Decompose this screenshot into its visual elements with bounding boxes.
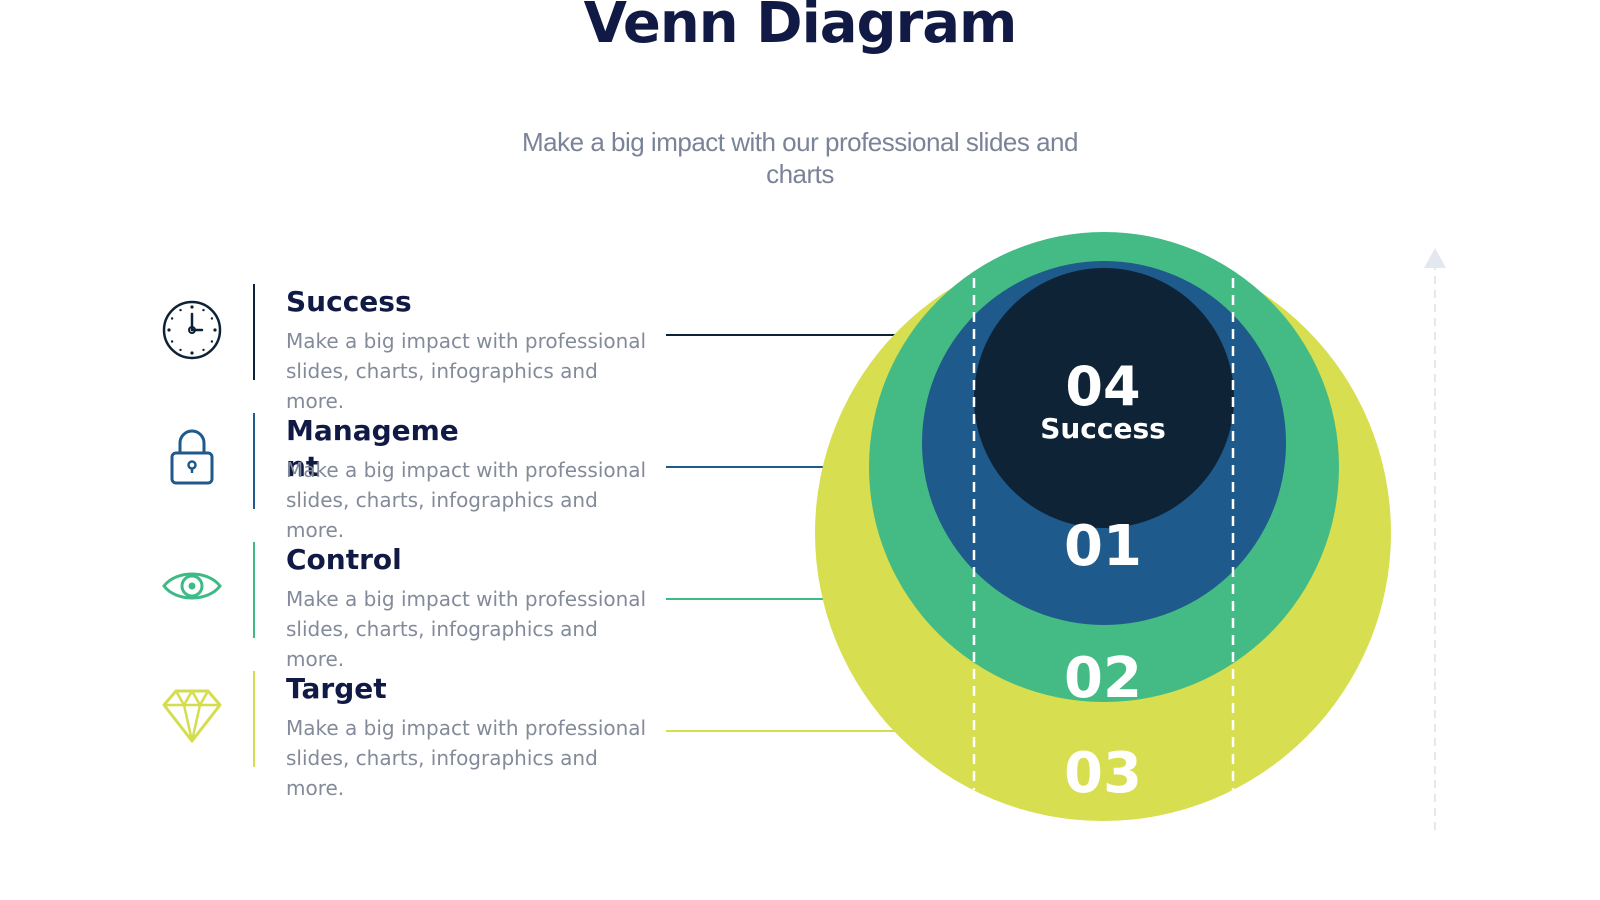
divider [253,284,255,380]
connector-line-control [666,598,900,600]
label-success: Success [1040,412,1166,445]
number-03: 03 [1064,741,1142,806]
item-description: Make a big impact with professional slid… [286,329,647,413]
list-item-control: Control Make a big impact with professio… [160,542,660,671]
divider [253,671,255,767]
list-item-success: Success Make a big impact with professio… [160,284,660,413]
diamond-icon [162,689,222,743]
connector-line-target [666,730,900,732]
eye-icon [162,572,222,600]
number-04: 04 [1065,355,1140,418]
list-item-management: Management Make a big impact with profes… [160,413,660,542]
number-01: 01 [1064,514,1142,579]
circle-04 [974,268,1234,528]
item-heading: Management [286,414,459,483]
item-description: Make a big impact with professional slid… [286,716,647,800]
slide-subtitle: Make a big impact with our professional … [522,127,1078,189]
item-heading: Control [286,543,402,576]
connector-line-success [666,334,986,336]
divider [253,413,255,509]
number-02: 02 [1064,646,1142,711]
item-description: Make a big impact with professional slid… [286,587,647,671]
item-heading: Success [286,285,412,318]
connector-line-management [666,466,924,468]
divider [253,542,255,638]
slide-title: Venn Diagram [583,0,1018,56]
arrow-up-icon [1424,248,1446,268]
item-description: Make a big impact with professional slid… [286,458,647,542]
lock-icon [170,429,214,485]
list-item-target: Target Make a big impact with profession… [160,671,660,800]
item-heading: Target [286,672,387,705]
clock-icon [162,300,222,360]
